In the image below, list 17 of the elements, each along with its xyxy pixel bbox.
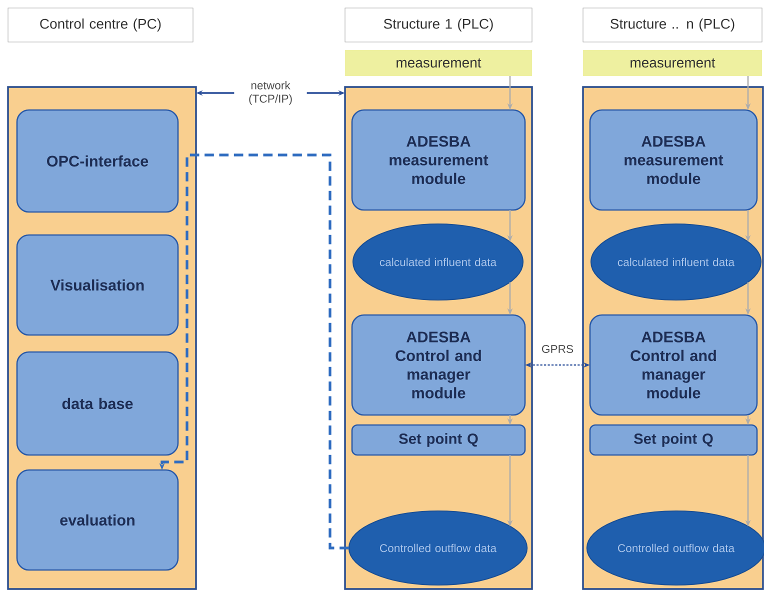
module-box: evaluation	[16, 469, 179, 571]
module-box: ADESBA Control and manager module	[351, 314, 526, 416]
header-box: Structure .. n (PLC)	[582, 8, 762, 42]
measurement-box: measurement	[345, 50, 532, 76]
edge-label: network (TCP/IP)	[234, 80, 307, 106]
header-box: Structure 1 (PLC)	[344, 8, 532, 42]
measurement-box: measurement	[583, 50, 762, 76]
module-box: OPC-interface	[16, 109, 179, 213]
module-box: Visualisation	[16, 234, 179, 336]
header-box: Control centre (PC)	[8, 8, 194, 42]
setpoint-box: Set point Q	[589, 424, 758, 456]
setpoint-box: Set point Q	[351, 424, 526, 456]
module-box: ADESBA measurement module	[351, 109, 526, 211]
module-box: data base	[16, 351, 179, 456]
module-box: ADESBA measurement module	[589, 109, 758, 211]
module-box: ADESBA Control and manager module	[589, 314, 758, 416]
edge-label: GPRS	[536, 344, 579, 354]
